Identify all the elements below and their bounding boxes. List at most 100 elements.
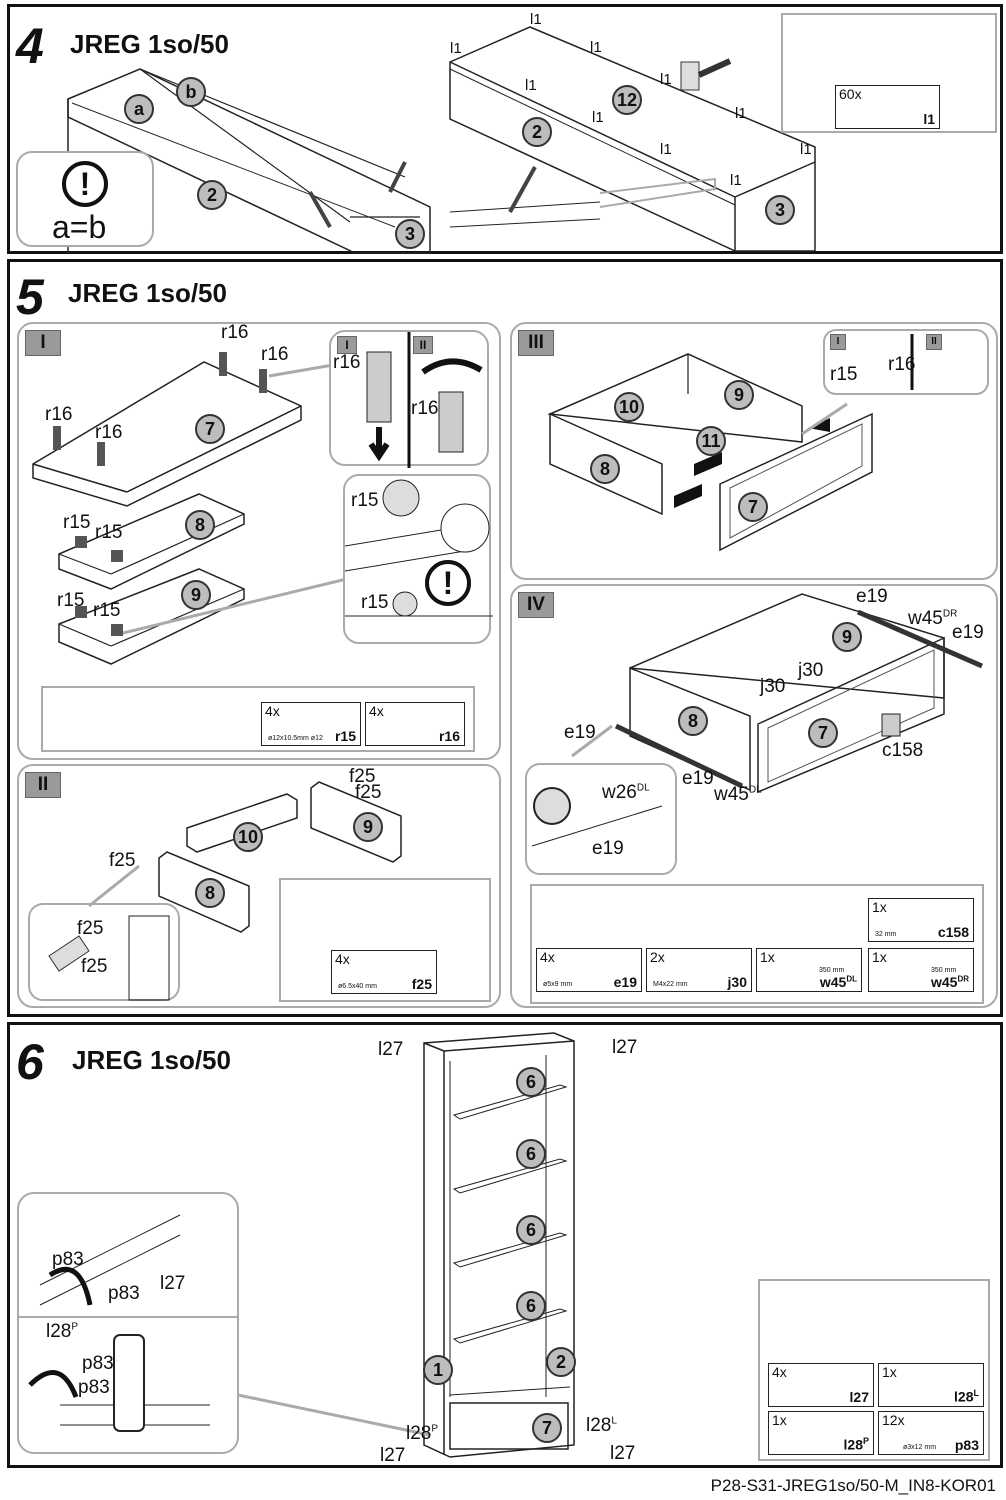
hardware-code: r16: [438, 728, 460, 744]
r16-label: r16: [261, 344, 289, 365]
sub-step-roman: IV: [518, 592, 554, 618]
part-6: 6: [516, 1139, 546, 1169]
r15-label: r15: [830, 364, 858, 385]
hardware-item-l28l: 1x l28L: [878, 1363, 984, 1407]
hardware-item-e19: 4x ø5x9 mm e19: [536, 948, 642, 992]
step-5-panel: 5 JREG 1so/50 I 7 8 9 r16: [7, 259, 1003, 1017]
j30-label: j30: [798, 660, 824, 681]
l28p-label: l28P: [406, 1423, 438, 1445]
warning-box: ! a=b: [16, 151, 154, 247]
sub-step-roman: I: [25, 330, 61, 356]
hardware-code: w45DL: [820, 974, 857, 990]
part-12: 12: [612, 85, 642, 115]
r16-label: r16: [333, 352, 361, 373]
hardware-code: e19: [613, 974, 637, 990]
hardware-code-sup: P: [862, 1436, 869, 1447]
sub-step-2: II 10 9 8 f25 f25 f25 f25 f25 4x ø6.5x40…: [17, 764, 501, 1008]
hardware-item-r15: 4x ø12x10.5mm ø12 r15: [261, 702, 361, 746]
part-3b: 3: [765, 195, 795, 225]
hardware-code-sup: L: [973, 1388, 980, 1399]
sub-step-roman: III: [518, 330, 554, 356]
detail-roman: II: [926, 334, 942, 350]
part-2b: 2: [522, 117, 552, 147]
part-a: a: [124, 94, 154, 124]
c158-label: c158: [882, 740, 924, 761]
l27-label: l27: [380, 1445, 406, 1466]
hardware-box: 4x ø12x10.5mm ø12 r15 4x r16: [41, 686, 475, 752]
l28-sup: L: [611, 1415, 617, 1427]
part-2: 2: [197, 180, 227, 210]
detail-cam-lock: r15 r15 !: [343, 474, 493, 644]
hardware-item-l27: 4x l27: [768, 1363, 874, 1407]
p83-label: p83: [52, 1249, 84, 1270]
hardware-dim: M4x22 mm: [653, 981, 688, 988]
r15-label: r15: [351, 490, 379, 511]
part-7: 7: [808, 718, 838, 748]
p83-label: p83: [78, 1377, 110, 1398]
hardware-code: c158: [937, 924, 969, 940]
hardware-code: f25: [411, 976, 432, 992]
hardware-code-sup: DR: [957, 974, 969, 984]
hardware-code-sup: DL: [846, 974, 857, 984]
part-9: 9: [181, 580, 211, 610]
hardware-code-text: l28: [954, 1389, 974, 1405]
hardware-code: p83: [954, 1437, 979, 1453]
warning-icon: !: [425, 560, 471, 606]
hardware-box: 4x ø6.5x40 mm f25: [279, 878, 491, 1002]
hardware-count: 4x: [369, 703, 384, 719]
part-6: 6: [516, 1215, 546, 1245]
warning-icon: !: [62, 161, 108, 207]
l27-label: l27: [378, 1039, 404, 1060]
l27-label: l27: [612, 1037, 638, 1058]
hardware-code-text: l28: [843, 1437, 863, 1453]
w45dr-label: w45DR: [908, 608, 957, 630]
sub-step-1: I 7 8 9 r16 r16 r16 r16: [17, 322, 501, 760]
l1-label: l1: [800, 141, 812, 158]
hardware-code: w45DR: [931, 974, 969, 990]
f25-label: f25: [355, 782, 382, 803]
hardware-item-p83: 12x ø3x12 mm p83: [878, 1411, 984, 1455]
l1-label: l1: [450, 40, 462, 57]
j30-label: j30: [760, 676, 786, 697]
hardware-count: 1x: [772, 1412, 787, 1428]
hardware-count: 1x: [760, 949, 775, 965]
w45-code: w45: [714, 784, 749, 805]
e19-label: e19: [952, 622, 984, 643]
hardware-code: l1: [923, 111, 935, 127]
r16-label: r16: [888, 354, 916, 375]
step-6-drawing: [17, 1032, 575, 1458]
l27-label: l27: [160, 1273, 186, 1294]
detail-cam-bolt: I II r16 r16: [329, 330, 489, 468]
hardware-code: l27: [849, 1389, 869, 1405]
hardware-count: 4x: [772, 1364, 787, 1380]
hardware-item-r16: 4x r16: [365, 702, 465, 746]
step-title: JREG 1so/50: [70, 29, 229, 59]
hardware-count: 4x: [540, 949, 555, 965]
r15-label: r15: [57, 590, 85, 611]
hardware-dim: ø12x10.5mm ø12: [268, 735, 323, 742]
part-8: 8: [195, 878, 225, 908]
step-6-panel: 6 JREG 1so/50 6 6 6 6 1 2 7 l27 l27 l28P…: [7, 1022, 1003, 1468]
hardware-code: l28L: [954, 1388, 979, 1405]
detail-roman: II: [413, 336, 433, 354]
p83-label: p83: [82, 1353, 114, 1374]
hardware-dim: 350 mm: [819, 967, 845, 974]
l1-label: l1: [525, 77, 537, 94]
sub-3-drawing: [547, 329, 989, 552]
f25-label: f25: [77, 918, 104, 939]
hardware-count: 60x: [839, 86, 862, 102]
w45dl-label: w45DL: [714, 784, 762, 806]
hardware-item-j30: 2x M4x22 mm j30: [646, 948, 752, 992]
detail-roman: I: [337, 336, 357, 354]
r16-label: r16: [411, 398, 439, 419]
part-7: 7: [532, 1413, 562, 1443]
part-9: 9: [832, 622, 862, 652]
l28l-label: l28L: [586, 1415, 617, 1437]
hardware-box: 4x l27 1x l28L 1x l28P 12x ø3x12 mm p83: [758, 1279, 990, 1461]
f25-label: f25: [81, 956, 108, 977]
hardware-count: 1x: [872, 949, 887, 965]
w45-sup: DR: [942, 608, 958, 620]
hardware-dim: 350 mm: [931, 967, 957, 974]
l28p-label: l28P: [46, 1321, 78, 1343]
step-4-drawing: [67, 26, 921, 254]
